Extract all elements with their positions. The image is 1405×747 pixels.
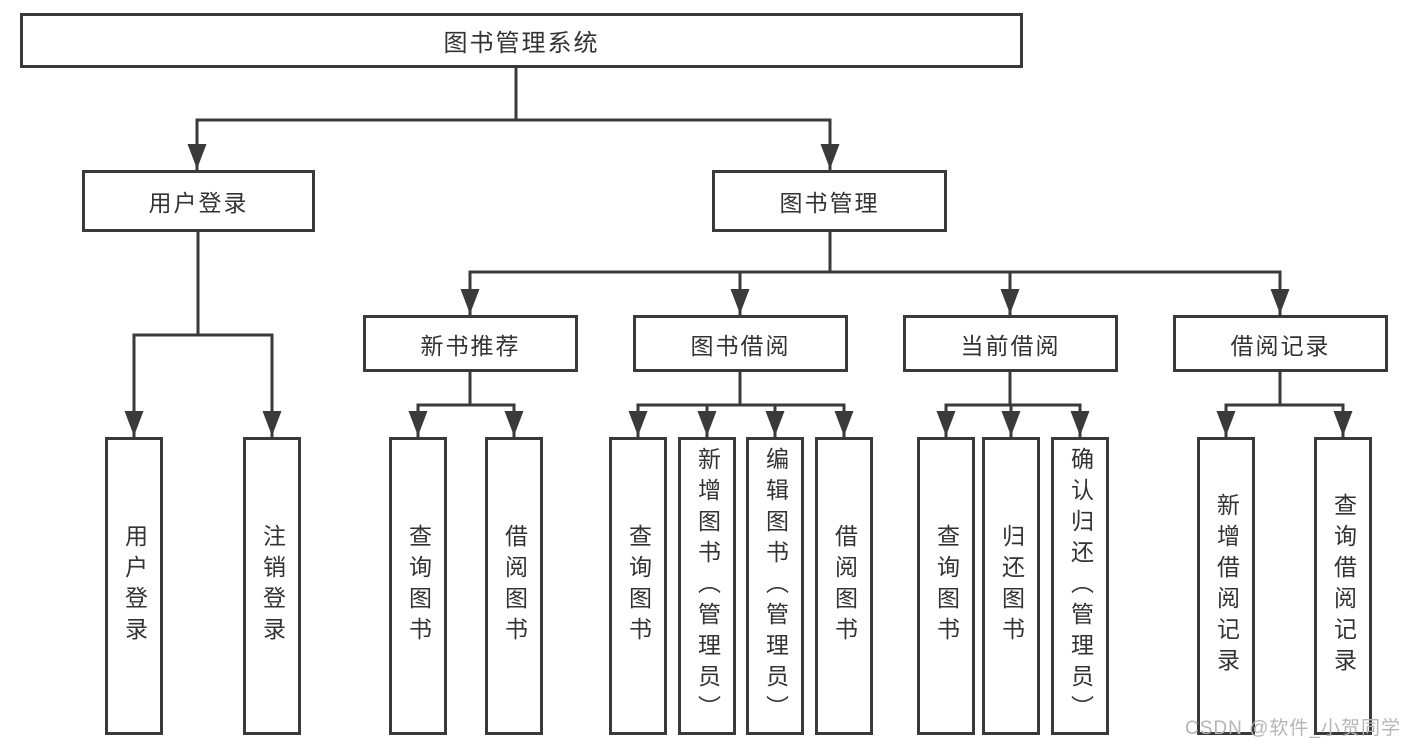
leaf-current-confirm-admin-label: 确认归还（管理员） [1067,446,1094,726]
leaf-borrow-query: 查询图书 [609,437,667,735]
node-current-borrow-label: 当前借阅 [960,332,1061,359]
leaf-user-login: 用户登录 [105,437,163,735]
node-borrow-records: 借阅记录 [1173,315,1388,372]
node-book-management-label: 图书管理 [779,190,880,216]
leaf-newbooks-borrow-label: 借阅图书 [501,524,528,648]
leaf-borrow-borrow-label: 借阅图书 [831,524,858,648]
leaf-borrow-borrow: 借阅图书 [815,437,873,735]
leaf-current-return-label: 归还图书 [998,524,1025,648]
node-new-book-recommend-label: 新书推荐 [420,332,521,359]
leaf-logout: 注销登录 [243,437,301,735]
leaf-records-add: 新增借阅记录 [1197,437,1255,735]
leaf-borrow-query-label: 查询图书 [625,524,652,648]
leaf-borrow-edit-admin-label: 编辑图书（管理员） [762,446,789,726]
leaf-logout-label: 注销登录 [259,524,286,648]
leaf-newbooks-query-label: 查询图书 [405,524,432,648]
node-new-book-recommend: 新书推荐 [363,315,578,372]
leaf-user-login-label: 用户登录 [121,524,148,648]
leaf-newbooks-query: 查询图书 [389,437,447,735]
node-current-borrow: 当前借阅 [903,315,1118,372]
node-user-login-label: 用户登录 [148,190,249,216]
node-root-label: 图书管理系统 [443,30,600,57]
leaf-newbooks-borrow: 借阅图书 [485,437,543,735]
node-book-borrow-label: 图书借阅 [690,332,791,359]
node-borrow-records-label: 借阅记录 [1230,332,1331,359]
leaf-records-add-label: 新增借阅记录 [1213,493,1240,679]
leaf-borrow-add-admin-label: 新增图书（管理员） [694,446,721,726]
leaf-current-query: 查询图书 [917,437,975,735]
node-book-management: 图书管理 [712,170,947,232]
leaf-borrow-edit-admin: 编辑图书（管理员） [746,437,804,735]
leaf-borrow-add-admin: 新增图书（管理员） [678,437,736,735]
leaf-current-query-label: 查询图书 [933,524,960,648]
node-user-login: 用户登录 [82,170,315,232]
leaf-current-confirm-admin: 确认归还（管理员） [1051,437,1109,735]
csdn-watermark: CSDN @软件_小贺同学 [1185,718,1401,739]
node-root: 图书管理系统 [20,13,1023,68]
leaf-records-query-label: 查询借阅记录 [1330,493,1357,679]
leaf-records-query: 查询借阅记录 [1314,437,1372,735]
leaf-current-return: 归还图书 [982,437,1040,735]
node-book-borrow: 图书借阅 [633,315,848,372]
